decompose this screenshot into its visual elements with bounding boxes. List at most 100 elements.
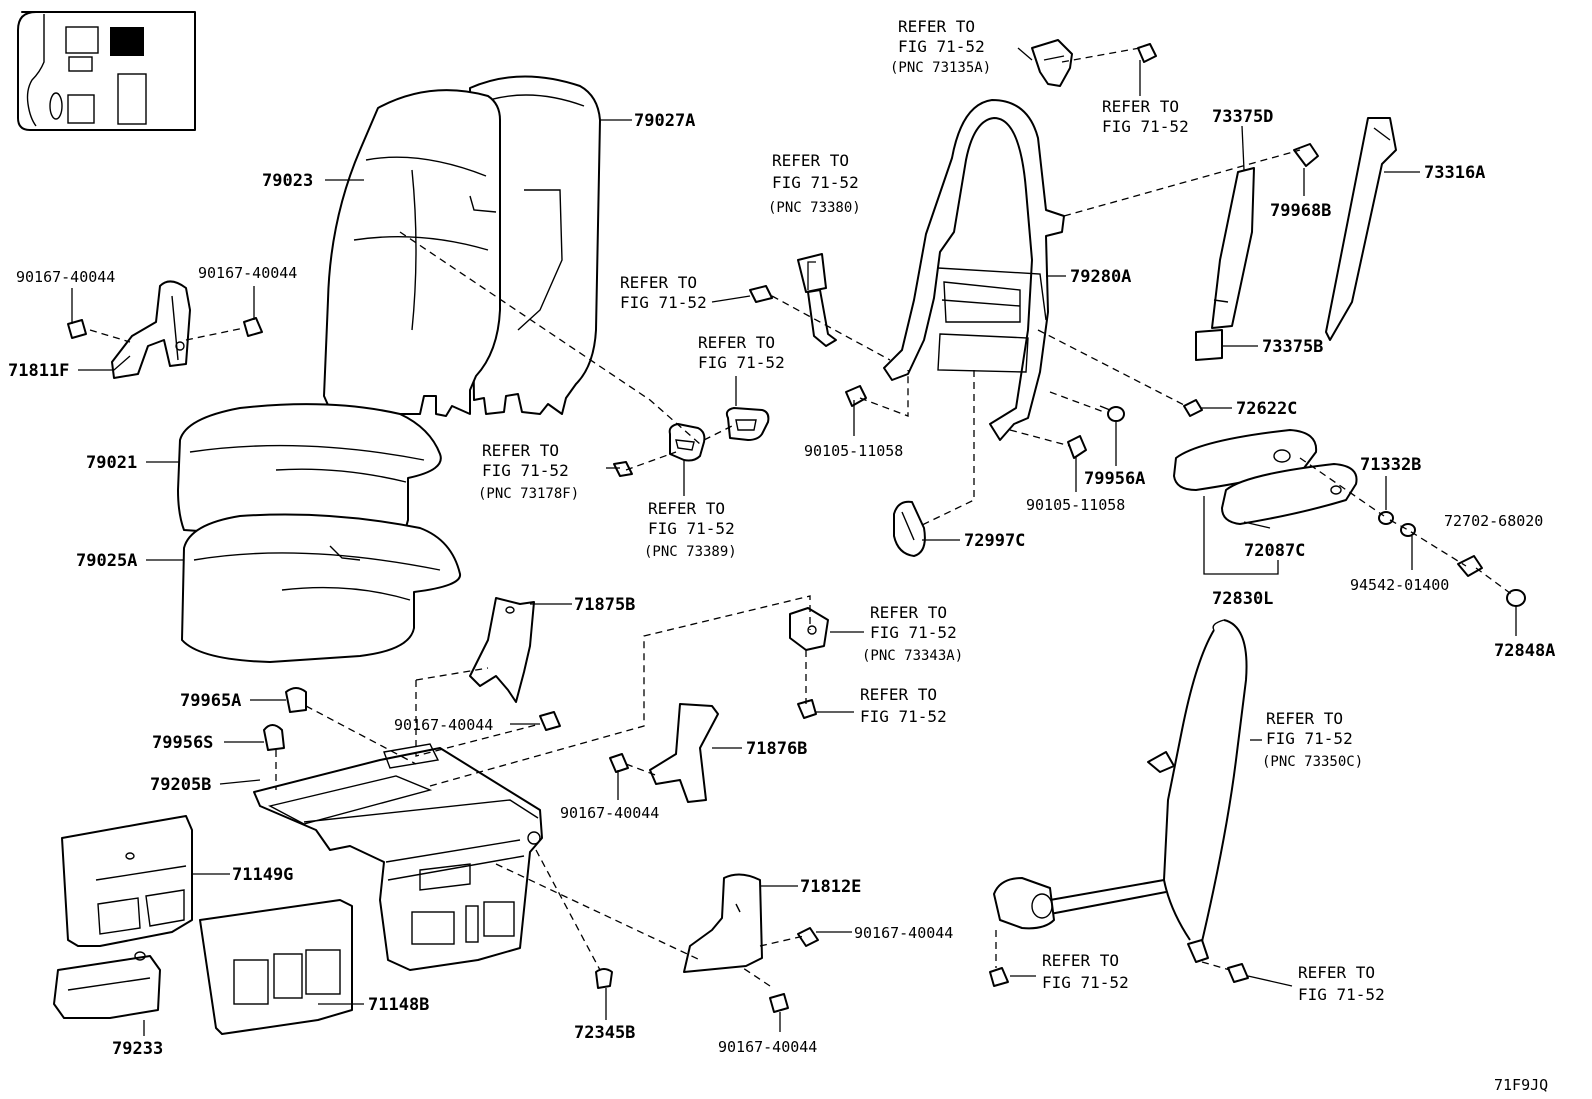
label-79027a[interactable]: 79027A xyxy=(634,111,695,131)
label-79280a[interactable]: 79280A xyxy=(1070,267,1131,287)
cover-71812e[interactable] xyxy=(683,873,763,973)
bolt-90105-lower[interactable] xyxy=(1067,435,1087,459)
seat-back-cover[interactable] xyxy=(323,89,501,417)
lower-cover-71148b[interactable] xyxy=(199,899,353,1035)
refer-callout-73343a-bolt[interactable]: REFER TO FIG 71-52 xyxy=(860,685,947,726)
refer-callout-retractor-bolt[interactable]: REFER TO FIG 71-52 xyxy=(1042,951,1129,992)
label-94542-01400[interactable]: 94542-01400 xyxy=(1350,576,1449,594)
bolt-90105-upper[interactable] xyxy=(845,385,867,407)
label-79023[interactable]: 79023 xyxy=(262,171,313,191)
svg-text:REFER TO: REFER TO xyxy=(1298,963,1375,982)
bracket-71876b[interactable] xyxy=(649,703,719,803)
bracket-79233[interactable] xyxy=(53,951,161,1019)
svg-text:FIG 71-52: FIG 71-52 xyxy=(1042,973,1129,992)
label-90167-40044-f[interactable]: 90167-40044 xyxy=(718,1038,817,1056)
label-72622c[interactable]: 72622C xyxy=(1236,399,1297,419)
refer-callout-73389[interactable]: REFER TO FIG 71-52 (PNC 73389) xyxy=(644,499,737,560)
refer-callout-escutcheon[interactable]: REFER TO FIG 71-52 xyxy=(698,333,785,372)
label-71812e[interactable]: 71812E xyxy=(800,877,861,897)
refer-callouts: REFER TO FIG 71-52 (PNC 73135A) REFER TO… xyxy=(478,17,1385,1004)
label-79205b[interactable]: 79205B xyxy=(150,775,211,795)
label-79965a[interactable]: 79965A xyxy=(180,691,241,711)
cap-79965a[interactable] xyxy=(285,687,307,713)
bolt-90167-lower-left[interactable] xyxy=(609,753,629,773)
bolt-refer-buckle[interactable] xyxy=(749,285,773,303)
armrest-assembly[interactable] xyxy=(1173,429,1358,525)
label-79956s[interactable]: 79956S xyxy=(152,733,213,753)
label-90105-11058-b[interactable]: 90105-11058 xyxy=(1026,496,1125,514)
seat-back-frame[interactable] xyxy=(883,99,1065,441)
refer-callout-73178f[interactable]: REFER TO FIG 71-52 (PNC 73178F) xyxy=(478,441,579,502)
label-90167-40044-e[interactable]: 90167-40044 xyxy=(854,924,953,942)
headrest-guide[interactable] xyxy=(1031,39,1073,87)
bolt-90167-right[interactable] xyxy=(243,317,263,337)
bracket-71875b[interactable] xyxy=(469,597,535,703)
bolt-90167-upper-right[interactable] xyxy=(797,927,819,947)
label-72848a[interactable]: 72848A xyxy=(1494,641,1555,661)
bolt-90167-mid[interactable] xyxy=(539,711,561,731)
label-71876b[interactable]: 71876B xyxy=(746,739,807,759)
bolt-90167-bottom[interactable] xyxy=(769,993,789,1013)
label-72997c[interactable]: 72997C xyxy=(964,531,1025,551)
hook-72997c[interactable] xyxy=(893,500,926,557)
label-72345b[interactable]: 72345B xyxy=(574,1023,635,1043)
bolt-refer-73343a[interactable] xyxy=(797,699,817,719)
refer-callout-top-bolt[interactable]: REFER TO FIG 71-52 xyxy=(1102,97,1189,136)
label-71148b[interactable]: 71148B xyxy=(368,995,429,1015)
label-90167-40044-b[interactable]: 90167-40044 xyxy=(198,264,297,282)
label-71811f[interactable]: 71811F xyxy=(8,361,69,381)
label-72830l[interactable]: 72830L xyxy=(1212,589,1273,609)
label-73316a[interactable]: 73316A xyxy=(1424,163,1485,183)
bolt-90167-left[interactable] xyxy=(67,319,87,339)
svg-text:FIG 71-52: FIG 71-52 xyxy=(860,707,947,726)
svg-text:FIG 71-52: FIG 71-52 xyxy=(482,461,569,480)
label-90167-40044-c[interactable]: 90167-40044 xyxy=(394,716,493,734)
bracket-73343a[interactable] xyxy=(789,607,829,651)
label-90167-40044-a[interactable]: 90167-40044 xyxy=(16,268,115,286)
svg-text:REFER TO: REFER TO xyxy=(698,333,775,352)
seat-cushion-pad[interactable] xyxy=(181,513,461,663)
refer-callout-anchor-bolt[interactable]: REFER TO FIG 71-52 xyxy=(1298,963,1385,1004)
label-90105-11058-a[interactable]: 90105-11058 xyxy=(804,442,903,460)
seat-belt-buckle[interactable] xyxy=(797,253,837,347)
label-79968b[interactable]: 79968B xyxy=(1270,201,1331,221)
label-71875b[interactable]: 71875B xyxy=(574,595,635,615)
seat-belt-retractor[interactable] xyxy=(993,619,1248,963)
escutcheon-73389[interactable] xyxy=(668,407,770,462)
label-72702-68020[interactable]: 72702-68020 xyxy=(1444,512,1543,530)
label-79025a[interactable]: 79025A xyxy=(76,551,137,571)
refer-callout-buckle-bolt[interactable]: REFER TO FIG 71-52 xyxy=(620,273,707,312)
bolt-refer-anchor[interactable] xyxy=(1227,963,1249,983)
label-79021[interactable]: 79021 xyxy=(86,453,137,473)
seat-base-frame[interactable] xyxy=(253,743,543,971)
label-71332b[interactable]: 71332B xyxy=(1360,455,1421,475)
side-cover-71149g[interactable] xyxy=(61,815,193,947)
bolt-72622c[interactable] xyxy=(1183,399,1203,417)
side-trim-panel[interactable] xyxy=(1325,117,1397,341)
cap-79956a[interactable] xyxy=(1099,405,1125,422)
clip-79968b[interactable] xyxy=(1293,143,1319,167)
clip-73178f[interactable] xyxy=(613,461,633,477)
bolt-refer-retractor[interactable] xyxy=(989,967,1009,987)
label-72087c[interactable]: 72087C xyxy=(1244,541,1305,561)
refer-callout-73350c[interactable]: REFER TO FIG 71-52 (PNC 73350C) xyxy=(1262,709,1363,770)
label-71149g[interactable]: 71149G xyxy=(232,865,293,885)
bolt-refer-top[interactable] xyxy=(1137,43,1157,63)
hinge-cover-71811f[interactable] xyxy=(111,280,191,379)
refer-callout-73135a[interactable]: REFER TO FIG 71-52 (PNC 73135A) xyxy=(890,17,991,76)
label-90167-40044-d[interactable]: 90167-40044 xyxy=(560,804,659,822)
label-79233[interactable]: 79233 xyxy=(112,1039,163,1059)
bolt-72702[interactable] xyxy=(1457,555,1483,577)
label-73375d[interactable]: 73375D xyxy=(1212,107,1273,127)
refer-callout-73343a[interactable]: REFER TO FIG 71-52 (PNC 73343A) xyxy=(862,603,963,664)
cap-79956s[interactable] xyxy=(263,724,285,751)
label-73375b[interactable]: 73375B xyxy=(1262,337,1323,357)
clip-72345b[interactable] xyxy=(595,968,613,989)
svg-text:REFER TO: REFER TO xyxy=(1266,709,1343,728)
belt-guide-cover[interactable] xyxy=(1195,167,1255,361)
nut-94542[interactable] xyxy=(1400,523,1416,537)
refer-callout-73380[interactable]: REFER TO FIG 71-52 (PNC 73380) xyxy=(768,151,861,216)
label-79956a[interactable]: 79956A xyxy=(1084,469,1145,489)
svg-text:REFER TO: REFER TO xyxy=(860,685,937,704)
svg-text:REFER TO: REFER TO xyxy=(870,603,947,622)
